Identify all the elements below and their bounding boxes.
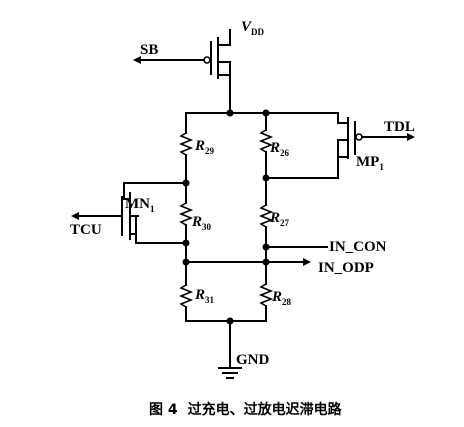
r30-label: R30 [191,214,212,232]
in-odp-label: IN_ODP [318,260,374,276]
in-con-label: IN_CON [329,239,387,255]
junction-dot [226,109,234,117]
junction-dot [182,179,190,187]
mp1-label: MP1 [356,154,384,172]
junction-dot [262,174,270,182]
r31-label: R31 [194,287,215,305]
r30-resistor [178,202,194,226]
sb-label: SB [140,42,158,58]
figure-caption: 图 4 过充电、过放电迟滞电路 [149,401,343,418]
mp1-transistor [337,112,415,179]
r27-label: R27 [269,210,290,228]
tcu-label: TCU [70,222,102,238]
mn1-label: MN1 [125,196,155,214]
junction-dot [262,243,270,251]
r28-resistor [258,283,274,307]
in-odp-arrow [303,258,311,266]
r29-resistor [178,132,194,156]
r29-label: R29 [194,138,215,156]
tdl-label: TDL [384,119,415,135]
junction-dot [262,258,270,266]
gnd-label: GND [236,352,270,368]
sb-pmos-transistor [133,29,231,114]
r26-resistor [258,129,274,153]
figure-title: 过充电、过放电迟滞电路 [188,401,343,418]
r28-label: R28 [271,289,292,307]
junction-dot [182,239,190,247]
figure-number: 图 4 [149,402,178,418]
junction-dot [182,258,190,266]
ground-symbol [218,367,242,379]
r31-resistor [178,284,194,308]
r26-label: R26 [269,140,290,158]
vdd-label: VDD [241,19,265,37]
mn1-transistor [71,182,187,244]
r27-resistor [258,204,274,228]
